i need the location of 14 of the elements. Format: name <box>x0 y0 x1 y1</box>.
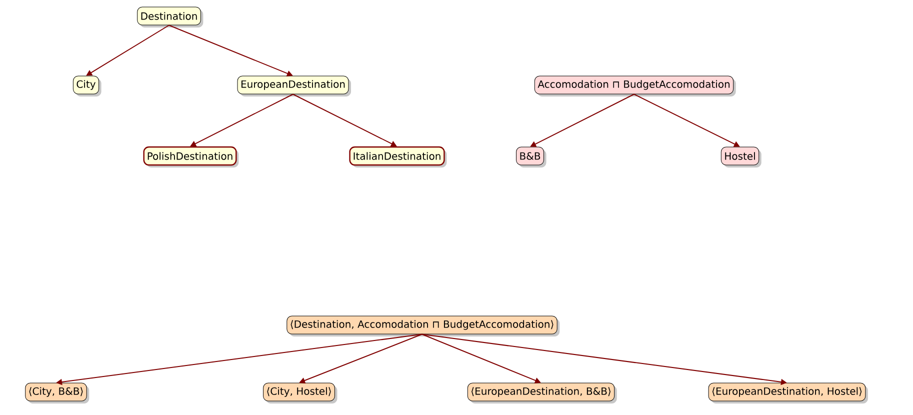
class-box: Accomodation ⊓ BudgetAccomodation <box>534 76 736 96</box>
class-box: ⟨City, B&B⟩ <box>25 382 90 404</box>
class-box: ⟨Destination, Accomodation ⊓ BudgetAccomodation⟩ <box>286 316 560 336</box>
class-box: B&B <box>516 146 546 168</box>
class-box: PolishDestination <box>143 146 239 168</box>
class-box: ⟨City, Hostel⟩ <box>263 382 338 404</box>
class-box: ⟨EuropeanDestination, Hostel⟩ <box>708 382 868 404</box>
class-box: ItalianDestination <box>349 146 447 168</box>
arrow <box>86 24 170 76</box>
class-box: ⟨EuropeanDestination, B&B⟩ <box>467 382 617 404</box>
class-box: EuropeanDestination <box>237 76 351 96</box>
class-box: City <box>72 76 102 96</box>
class-box: Hostel <box>720 146 762 168</box>
class-box: Destination <box>137 6 204 28</box>
